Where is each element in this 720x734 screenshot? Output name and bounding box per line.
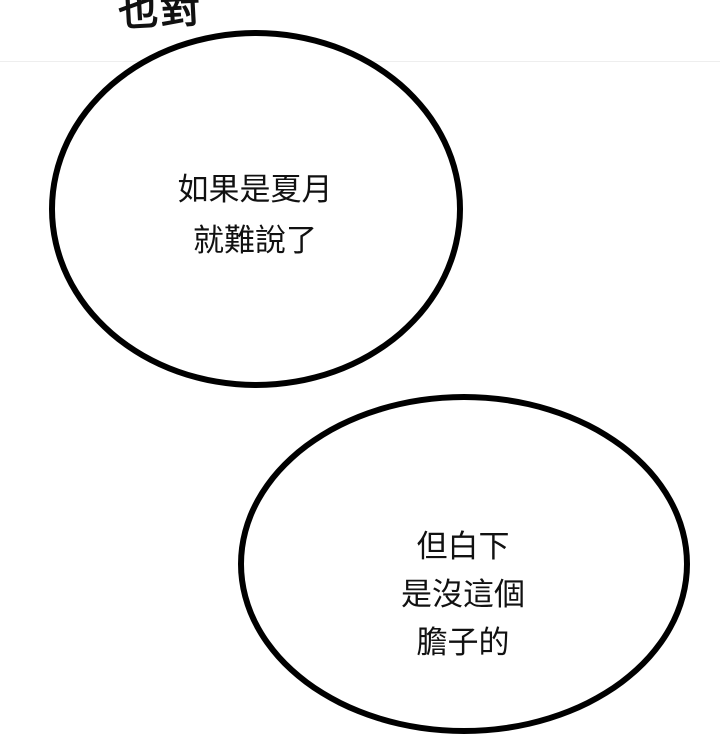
speech-bubble-2-text: 但白下 是沒這個 膽子的 [338, 523, 588, 667]
speech-bubble-2 [238, 394, 690, 734]
bubble-line: 如果是夏月 [177, 172, 333, 208]
bubble-line: 膽子的 [416, 625, 510, 661]
speech-bubble-1-text: 如果是夏月 就難說了 [130, 165, 380, 267]
bubble-line: 就難說了 [193, 223, 317, 259]
previous-panel-edge [0, 0, 720, 62]
speech-bubble-1 [49, 30, 463, 388]
caption-top: 也對 [117, 0, 204, 37]
bubble-line: 但白下 [416, 529, 510, 565]
bubble-line: 是沒這個 [401, 577, 525, 613]
